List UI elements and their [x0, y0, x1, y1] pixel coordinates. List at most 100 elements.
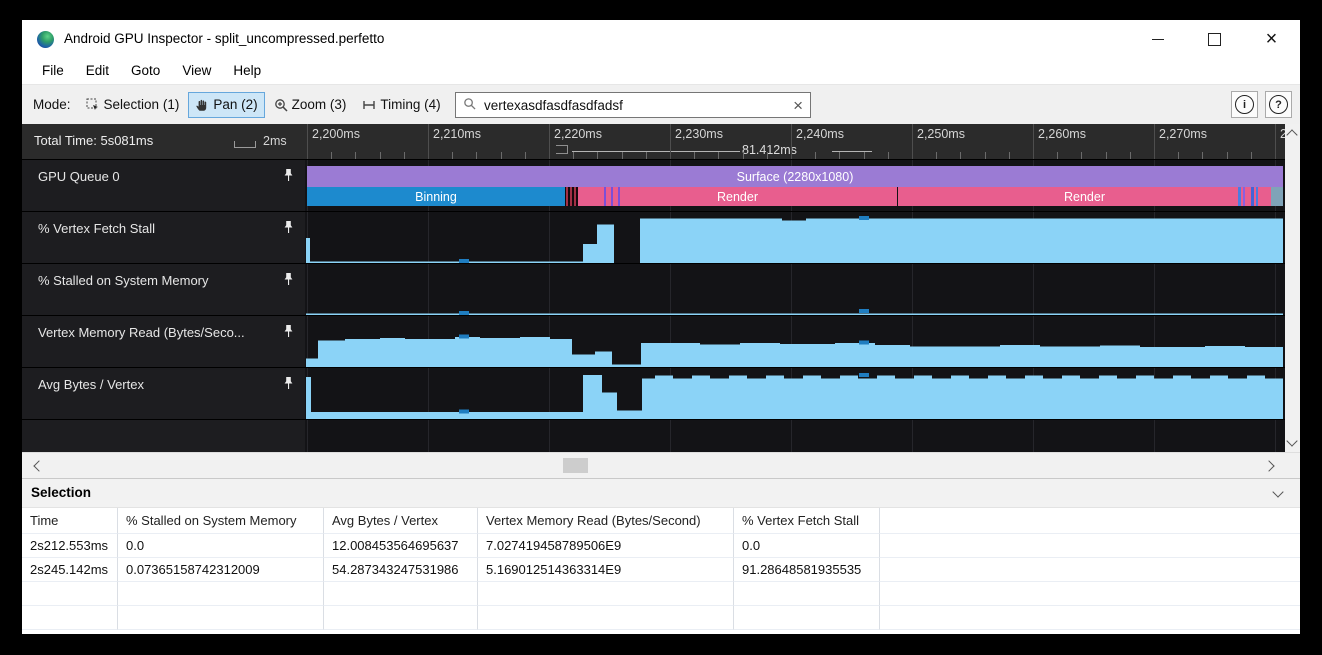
scroll-down-icon[interactable]: [1286, 435, 1298, 447]
help-button[interactable]: ?: [1265, 91, 1292, 118]
major-tick: [428, 124, 429, 159]
info-button[interactable]: i: [1231, 91, 1258, 118]
scroll-up-icon[interactable]: [1286, 129, 1298, 141]
minor-tick: [476, 152, 478, 159]
track-name: GPU Queue 0: [38, 169, 120, 184]
mode-button-timing-4-[interactable]: Timing (4): [355, 92, 447, 118]
gpu-slice-render[interactable]: Render: [578, 187, 897, 206]
track-chart[interactable]: [305, 212, 1285, 263]
maximize-button[interactable]: [1186, 20, 1243, 58]
pan-hand-icon: [195, 98, 209, 112]
zoom-magnifier-icon: [274, 98, 288, 112]
end-slice[interactable]: [1271, 187, 1283, 206]
mode-button-selection-1-[interactable]: Selection (1): [79, 92, 187, 118]
pin-icon[interactable]: [283, 168, 294, 182]
thin-slice[interactable]: [1243, 187, 1245, 206]
thin-slice[interactable]: [1256, 187, 1258, 206]
gridline: [1033, 316, 1034, 367]
track-row: % Vertex Fetch Stall: [22, 212, 1285, 264]
scroll-left-icon[interactable]: [33, 460, 45, 472]
gridline: [1275, 420, 1276, 452]
area-chart[interactable]: [305, 212, 1285, 263]
menu-item-goto[interactable]: Goto: [131, 63, 161, 78]
track-name: Avg Bytes / Vertex: [38, 377, 144, 392]
menu-item-help[interactable]: Help: [233, 63, 262, 78]
vertical-scrollbar[interactable]: [1285, 124, 1300, 452]
table-filler-cell: [880, 534, 1300, 558]
table-cell: [22, 582, 118, 606]
table-cell: 91.28648581935535: [734, 558, 880, 582]
timing-icon: [362, 98, 376, 112]
info-icon: i: [1235, 95, 1254, 114]
selection-title: Selection: [31, 485, 92, 500]
gridline: [1275, 264, 1276, 315]
pin-icon[interactable]: [283, 376, 294, 390]
table-cell: 12.008453564695637: [324, 534, 478, 558]
horizontal-scrollbar[interactable]: [22, 452, 1300, 478]
gridline: [428, 212, 429, 263]
track-label: % Vertex Fetch Stall: [22, 212, 305, 263]
minor-tick: [815, 152, 817, 159]
track-row: % Stalled on System Memory: [22, 264, 1285, 316]
pin-icon[interactable]: [283, 324, 294, 338]
track-chart[interactable]: [305, 316, 1285, 367]
table-cell: 0.0: [734, 534, 880, 558]
thin-slice[interactable]: [1251, 187, 1254, 206]
gpu-surface-slice[interactable]: Surface (2280x1080): [307, 166, 1283, 187]
menu-item-file[interactable]: File: [42, 63, 64, 78]
h-scroll-thumb[interactable]: [563, 458, 588, 473]
area-chart[interactable]: [305, 316, 1285, 367]
pin-icon[interactable]: [283, 220, 294, 234]
selected-sample-marker: [859, 340, 869, 345]
thin-slice[interactable]: [611, 187, 613, 206]
collapse-chevron-icon[interactable]: [1272, 486, 1284, 498]
timeline-panel: Total Time: 5s081ms 2ms 81.412ms 2,200ms…: [22, 124, 1300, 452]
titlebar[interactable]: Android GPU Inspector - split_uncompress…: [22, 20, 1300, 58]
gpu-slice-render[interactable]: Render: [898, 187, 1271, 206]
menu-item-view[interactable]: View: [182, 63, 212, 78]
search-input[interactable]: [482, 96, 794, 114]
thin-slice[interactable]: [604, 187, 606, 206]
clear-search-icon[interactable]: ×: [793, 95, 803, 115]
minor-tick: [766, 152, 768, 159]
selection-header[interactable]: Selection: [22, 478, 1300, 508]
mode-button-pan-2-[interactable]: Pan (2): [188, 91, 265, 118]
ruler-tick-label: 2,230ms: [675, 127, 723, 141]
table-filler-cell: [880, 558, 1300, 582]
table-header-cell: % Vertex Fetch Stall: [734, 508, 880, 534]
mode-button-zoom-3-[interactable]: Zoom (3): [267, 92, 354, 118]
time-scale-label: 2ms: [263, 134, 287, 148]
search-box[interactable]: ×: [455, 92, 811, 118]
table-cell: 7.027419458789506E9: [478, 534, 734, 558]
track-chart[interactable]: [305, 264, 1285, 315]
close-button[interactable]: ×: [1243, 20, 1300, 58]
thin-slice[interactable]: [618, 187, 620, 206]
minimize-button[interactable]: [1129, 20, 1186, 58]
measurement-handle-icon[interactable]: [556, 145, 568, 154]
app-window: Android GPU Inspector - split_uncompress…: [22, 20, 1300, 634]
menu-item-edit[interactable]: Edit: [85, 63, 110, 78]
track-name: Vertex Memory Read (Bytes/Seco...: [38, 325, 245, 340]
scroll-right-icon[interactable]: [1263, 460, 1275, 472]
table-row: [22, 606, 1300, 630]
minor-tick: [718, 152, 720, 159]
area-chart[interactable]: [305, 264, 1285, 315]
table-cell: 2s245.142ms: [22, 558, 118, 582]
track-chart[interactable]: [305, 368, 1285, 419]
thin-slice[interactable]: [574, 187, 576, 206]
thin-slice[interactable]: [566, 187, 568, 206]
table-cell: 0.07365158742312009: [118, 558, 324, 582]
close-icon: ×: [1265, 28, 1278, 50]
minor-tick: [863, 152, 865, 159]
gridline: [549, 264, 550, 315]
pin-icon[interactable]: [283, 272, 294, 286]
area-chart[interactable]: [305, 368, 1285, 419]
thin-slice[interactable]: [1238, 187, 1241, 206]
gpu-slice-binning[interactable]: Binning: [307, 187, 565, 206]
thin-slice[interactable]: [570, 187, 572, 206]
minor-tick: [694, 152, 696, 159]
timeline-ruler[interactable]: Total Time: 5s081ms 2ms 81.412ms 2,200ms…: [22, 124, 1285, 160]
